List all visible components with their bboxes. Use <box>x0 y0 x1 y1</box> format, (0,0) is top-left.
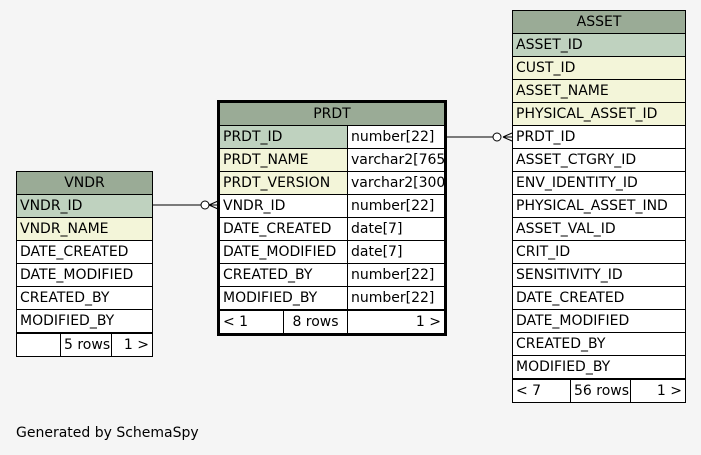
column-type: number[22] <box>347 287 444 309</box>
prdt-asset-crowfoot <box>502 132 513 142</box>
asset-column[interactable]: PHYSICAL_ASSET_IND <box>513 195 685 218</box>
column-name: MODIFIED_BY <box>223 290 318 306</box>
vndr-footer: 5 rows 1 > <box>17 333 152 356</box>
asset-column[interactable]: CUST_ID <box>513 57 685 80</box>
vndr-prdt-optional-marker <box>200 200 210 210</box>
asset-column[interactable]: ENV_IDENTITY_ID <box>513 172 685 195</box>
vndr-column[interactable]: MODIFIED_BY <box>17 310 152 333</box>
asset-table[interactable]: ASSET ASSET_ID CUST_ID ASSET_NAME PHYSIC… <box>512 10 686 403</box>
column-name: PRDT_ID <box>220 126 347 148</box>
prdt-column[interactable]: PRDT_NAME varchar2[765] <box>220 149 444 172</box>
column-name: VNDR_NAME <box>20 221 109 237</box>
column-name: DATE_MODIFIED <box>516 313 630 329</box>
column-name: DATE_CREATED <box>223 221 332 237</box>
asset-column[interactable]: ASSET_VAL_ID <box>513 218 685 241</box>
prdt-column[interactable]: PRDT_VERSION varchar2[300] <box>220 172 444 195</box>
row-count: 5 rows <box>60 334 111 356</box>
row-count: 56 rows <box>570 380 630 402</box>
asset-title[interactable]: ASSET <box>513 11 685 34</box>
vndr-column[interactable]: VNDR_NAME <box>17 218 152 241</box>
prdt-asset-optional-marker <box>492 132 502 142</box>
vndr-column[interactable]: DATE_MODIFIED <box>17 264 152 287</box>
prdt-column[interactable]: VNDR_ID number[22] <box>220 195 444 218</box>
asset-column[interactable]: SENSITIVITY_ID <box>513 264 685 287</box>
asset-column[interactable]: CREATED_BY <box>513 333 685 356</box>
column-name: ASSET_CTGRY_ID <box>516 152 637 168</box>
prdt-footer: < 1 8 rows 1 > <box>220 310 444 333</box>
column-name: PRDT_NAME <box>220 149 347 171</box>
children-count[interactable]: 1 > <box>347 311 444 333</box>
column-name: DATE_CREATED <box>516 290 625 306</box>
column-type: varchar2[765] <box>347 149 444 171</box>
asset-column[interactable]: MODIFIED_BY <box>513 356 685 379</box>
column-name: ENV_IDENTITY_ID <box>516 175 638 191</box>
column-name: DATE_CREATED <box>20 244 129 260</box>
column-name: CREATED_BY <box>516 336 606 352</box>
vndr-column[interactable]: DATE_CREATED <box>17 241 152 264</box>
parents-count[interactable] <box>17 334 60 356</box>
asset-footer: < 7 56 rows 1 > <box>513 379 685 402</box>
asset-column[interactable]: DATE_CREATED <box>513 287 685 310</box>
column-type: number[22] <box>347 195 444 217</box>
prdt-column[interactable]: DATE_MODIFIED date[7] <box>220 241 444 264</box>
column-name: ASSET_ID <box>516 37 583 53</box>
prdt-title[interactable]: PRDT <box>220 103 444 126</box>
column-name: CREATED_BY <box>20 290 110 306</box>
asset-column[interactable]: PHYSICAL_ASSET_ID <box>513 103 685 126</box>
prdt-column[interactable]: DATE_CREATED date[7] <box>220 218 444 241</box>
column-type: number[22] <box>347 264 444 286</box>
asset-column[interactable]: ASSET_CTGRY_ID <box>513 149 685 172</box>
asset-column[interactable]: CRIT_ID <box>513 241 685 264</box>
column-name: PHYSICAL_ASSET_IND <box>516 198 668 214</box>
column-name: DATE_MODIFIED <box>20 267 134 283</box>
prdt-table[interactable]: PRDT PRDT_ID number[22] PRDT_NAME varcha… <box>217 100 447 336</box>
children-count[interactable]: 1 > <box>630 380 685 402</box>
column-name: MODIFIED_BY <box>20 313 115 329</box>
column-name: DATE_MODIFIED <box>223 244 337 260</box>
vndr-column[interactable]: VNDR_ID <box>17 195 152 218</box>
column-type: date[7] <box>347 218 444 240</box>
column-name: PRDT_ID <box>516 129 576 145</box>
column-name: VNDR_ID <box>20 198 83 214</box>
parents-count[interactable]: < 7 <box>516 383 542 399</box>
column-name: VNDR_ID <box>223 198 286 214</box>
asset-column[interactable]: DATE_MODIFIED <box>513 310 685 333</box>
column-name: PRDT_VERSION <box>220 172 347 194</box>
prdt-column[interactable]: PRDT_ID number[22] <box>220 126 444 149</box>
column-name: SENSITIVITY_ID <box>516 267 623 283</box>
column-name: CUST_ID <box>516 60 576 76</box>
column-name: MODIFIED_BY <box>516 359 611 375</box>
children-count[interactable]: 1 > <box>111 334 152 356</box>
column-type: varchar2[300] <box>347 172 444 194</box>
vndr-title[interactable]: VNDR <box>17 172 152 195</box>
prdt-column[interactable]: MODIFIED_BY number[22] <box>220 287 444 310</box>
vndr-column[interactable]: CREATED_BY <box>17 287 152 310</box>
generator-credit: Generated by SchemaSpy <box>16 425 199 441</box>
vndr-prdt-crowfoot <box>208 200 219 210</box>
vndr-table[interactable]: VNDR VNDR_ID VNDR_NAME DATE_CREATED DATE… <box>16 171 153 357</box>
column-name: CRIT_ID <box>516 244 571 260</box>
column-type: number[22] <box>347 126 444 148</box>
asset-column[interactable]: PRDT_ID <box>513 126 685 149</box>
column-name: PHYSICAL_ASSET_ID <box>516 106 658 122</box>
row-count: 8 rows <box>283 311 347 333</box>
parents-count[interactable]: < 1 <box>223 314 249 330</box>
asset-column[interactable]: ASSET_ID <box>513 34 685 57</box>
column-name: ASSET_VAL_ID <box>516 221 616 237</box>
column-name: CREATED_BY <box>223 267 313 283</box>
column-type: date[7] <box>347 241 444 263</box>
asset-column[interactable]: ASSET_NAME <box>513 80 685 103</box>
column-name: ASSET_NAME <box>516 83 609 99</box>
prdt-column[interactable]: CREATED_BY number[22] <box>220 264 444 287</box>
